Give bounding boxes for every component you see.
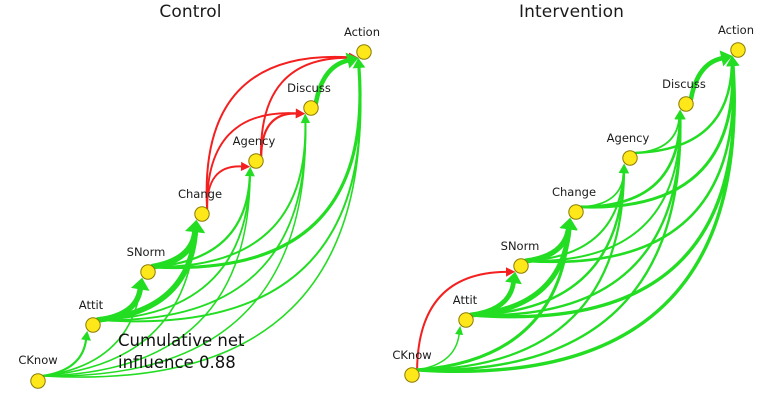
arrowhead-cknow-to-snorm: [505, 267, 516, 277]
node-label-attit: Attit: [453, 293, 478, 307]
node-attit[interactable]: [458, 312, 474, 328]
arrowhead-change-to-agency: [619, 163, 628, 173]
edge-attit-to-agency: [469, 172, 626, 317]
edge-cknow-to-change: [415, 226, 571, 372]
node-layer: CKnow Attit SNorm Change Agency Discuss Action: [18, 25, 380, 389]
panel-control: Control CKnow Attit SNorm Change Agency Discu…: [0, 0, 381, 401]
node-discuss[interactable]: [303, 100, 319, 116]
arrowhead-snorm-to-change: [559, 217, 578, 231]
node-action[interactable]: [730, 42, 746, 58]
edge-agency-to-action: [633, 64, 734, 155]
node-label-cknow: CKnow: [392, 348, 431, 362]
arrowhead-attit-to-snorm: [130, 277, 150, 291]
edge-change-to-action: [579, 64, 735, 209]
arrowhead-snorm-to-discuss: [300, 113, 311, 124]
panel-control-title: Control: [159, 2, 222, 22]
edge-snorm-to-agency: [525, 171, 625, 262]
edge-snorm-to-action: [151, 66, 362, 270]
node-label-discuss: Discuss: [662, 77, 706, 91]
arrowhead-discuss-to-action: [345, 52, 359, 69]
edge-discuss-to-action: [313, 58, 350, 106]
arrowhead-agency-to-discuss: [295, 108, 306, 119]
node-change[interactable]: [194, 206, 210, 222]
node-label-snorm: SNorm: [501, 239, 540, 253]
node-action[interactable]: [356, 44, 372, 60]
edge-attit-to-change: [468, 226, 572, 318]
node-snorm[interactable]: [140, 264, 156, 280]
edge-attit-to-discuss: [469, 118, 682, 317]
arrowhead-snorm-to-change: [185, 220, 206, 234]
node-cknow[interactable]: [404, 367, 420, 383]
panel-intervention: Intervention CKnow Attit SNorm Change Agency…: [381, 0, 762, 401]
node-label-action: Action: [344, 25, 380, 39]
figure-canvas: Control CKnow Attit SNorm Change Agency Discu…: [0, 0, 762, 401]
arrowhead-discuss-to-action: [719, 50, 733, 67]
edge-attit-to-discuss: [97, 121, 307, 321]
caption-control-line1: Cumulative net: [118, 331, 245, 350]
arrowhead-agency-to-discuss: [674, 109, 684, 120]
edge-cknow-to-agency: [42, 174, 251, 377]
node-label-agency: Agency: [607, 131, 650, 145]
edge-cknow-to-discuss: [415, 118, 682, 372]
arrowhead-cknow-to-attit: [455, 325, 464, 336]
edge-snorm-to-agency: [151, 175, 251, 268]
node-snorm[interactable]: [513, 258, 529, 274]
node-change[interactable]: [568, 204, 584, 220]
edge-snorm-to-discuss: [525, 117, 682, 262]
arrowhead-snorm-to-agency: [244, 166, 255, 177]
edge-cknow-to-snorm: [416, 270, 508, 371]
edge-attit-to-change: [95, 228, 199, 323]
edge-attit-to-action: [469, 64, 736, 319]
edge-cknow-to-discuss: [42, 121, 307, 377]
edge-cknow-to-agency: [416, 172, 626, 372]
edge-layer: [415, 50, 740, 373]
node-discuss[interactable]: [678, 96, 694, 112]
edge-attit-to-action: [97, 65, 362, 323]
arrowhead-attit-to-snorm: [505, 271, 522, 285]
arrowhead-cknow-to-attit: [81, 330, 91, 341]
node-agency[interactable]: [622, 150, 638, 166]
node-agency[interactable]: [248, 153, 264, 169]
node-attit[interactable]: [85, 317, 101, 333]
edge-change-to-discuss: [206, 112, 297, 210]
node-label-action: Action: [718, 23, 754, 37]
node-label-discuss: Discuss: [287, 81, 331, 95]
node-label-agency: Agency: [233, 134, 276, 148]
arrowhead-snorm-to-action: [352, 57, 366, 69]
network-graph-control: CKnow Attit SNorm Change Agency Discuss Action: [18, 25, 380, 389]
arrowhead-change-to-agency: [240, 161, 251, 171]
arrowhead-agency-to-action: [726, 55, 738, 66]
edge-layer: [41, 52, 366, 378]
edge-agency-to-action: [260, 56, 351, 157]
node-label-change: Change: [178, 187, 222, 201]
node-label-attit: Attit: [79, 298, 104, 312]
caption-control: Cumulative net influence 0.88: [118, 330, 245, 374]
edge-snorm-to-discuss: [152, 121, 307, 268]
edge-snorm-to-action: [524, 64, 735, 264]
node-label-cknow: CKnow: [18, 353, 57, 367]
edge-attit-to-agency: [97, 174, 251, 321]
node-label-snorm: SNorm: [127, 245, 166, 259]
edge-discuss-to-action: [688, 56, 724, 102]
node-layer: CKnow Attit SNorm Change Agency Discuss Action: [392, 23, 754, 383]
panel-intervention-title: Intervention: [519, 2, 624, 22]
caption-control-line2: influence 0.88: [118, 352, 236, 372]
edge-change-to-action: [205, 55, 351, 210]
node-label-change: Change: [552, 185, 596, 199]
network-graph-intervention: CKnow Attit SNorm Change Agency Discuss Action: [392, 23, 754, 383]
node-cknow[interactable]: [30, 373, 46, 389]
